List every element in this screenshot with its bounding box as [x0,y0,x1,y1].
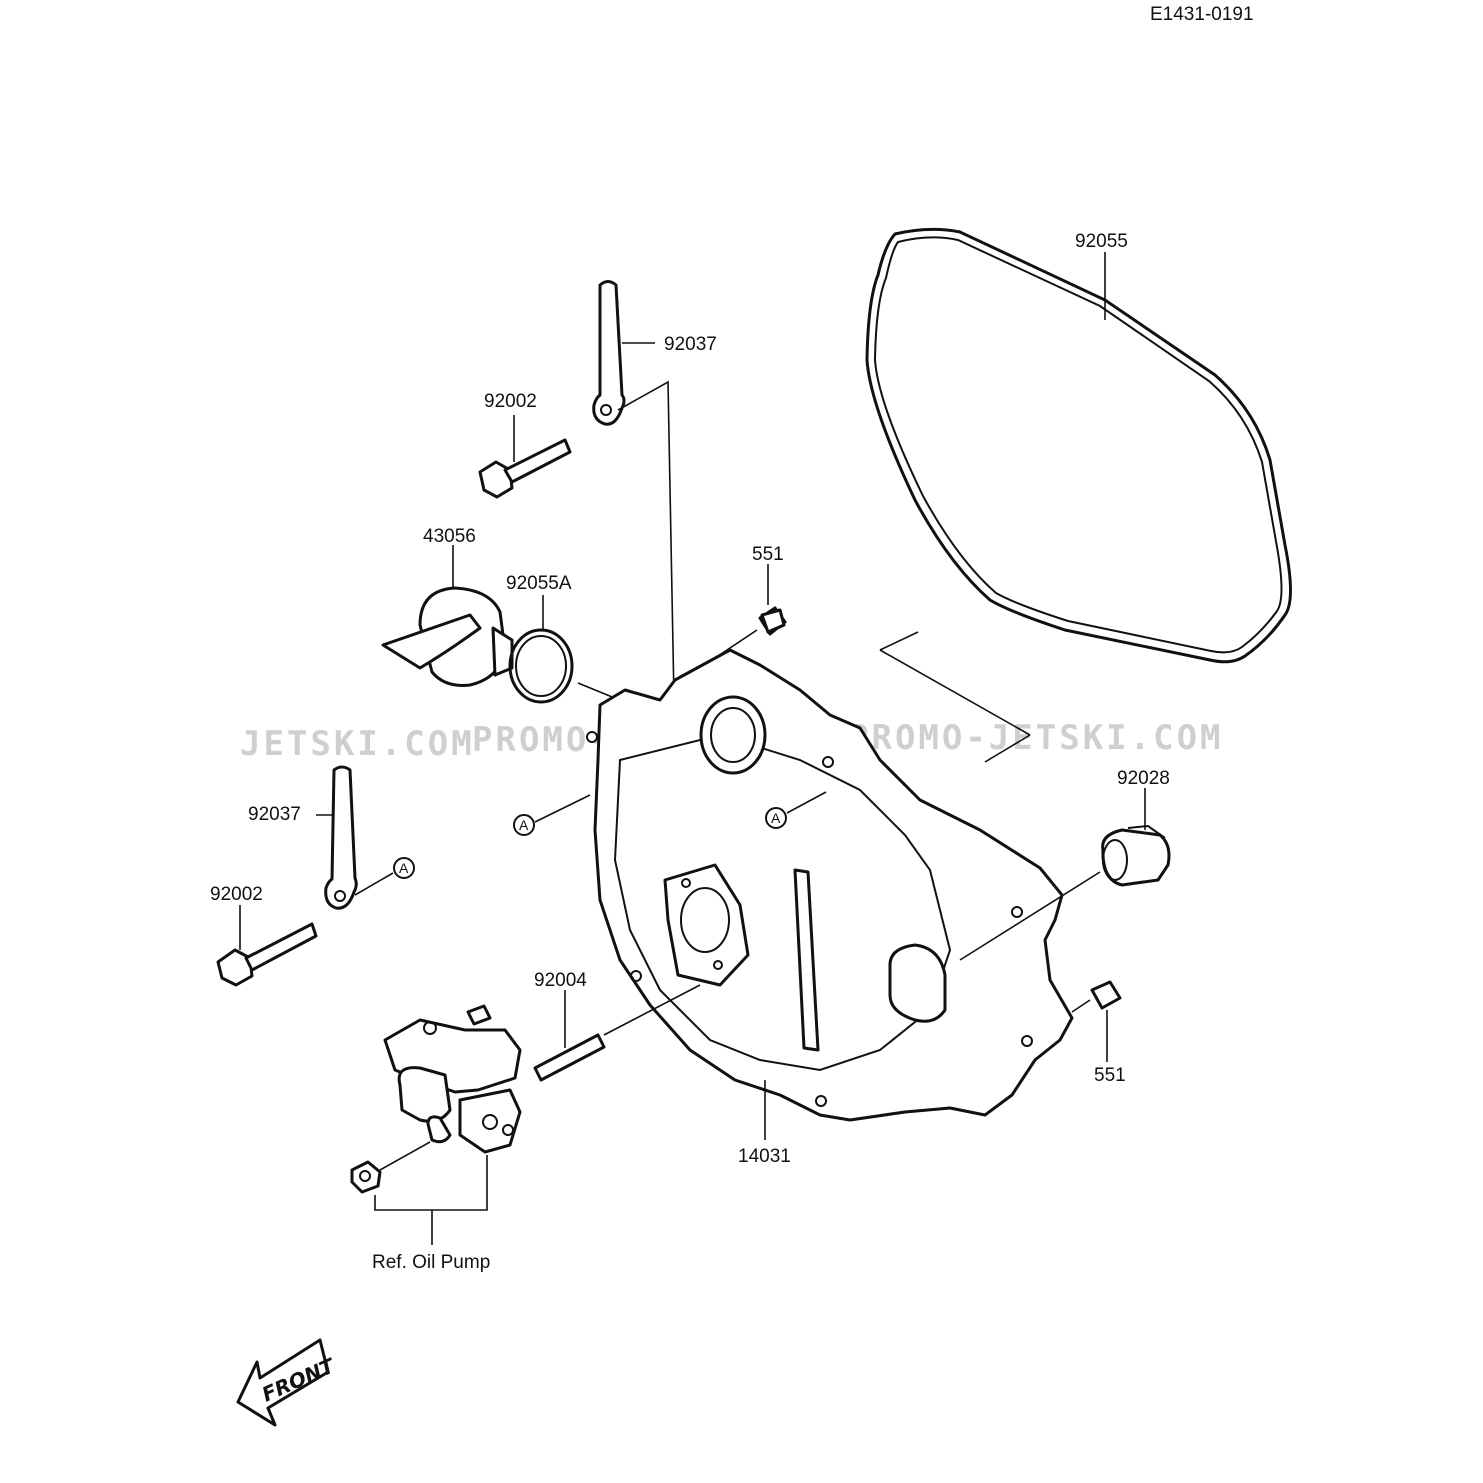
bushing-centerline [959,871,1101,961]
svg-text:A: A [519,817,529,833]
label-ref-oil-pump: Ref. Oil Pump [372,1252,490,1273]
label-92002-top: 92002 [484,391,537,412]
nut-centerline [379,1141,431,1171]
label-92037-top: 92037 [664,334,717,355]
label-92055: 92055 [1075,231,1128,252]
ref-a-3: A [393,857,415,879]
dowel-top-551[interactable] [758,606,787,636]
svg-text:A: A [399,860,409,876]
ref-a-2: A [765,807,787,829]
svg-text:A: A [771,810,781,826]
stud-centerline [603,984,701,1036]
label-92037-left: 92037 [248,804,301,825]
oil-cap-43056[interactable] [381,586,514,687]
label-551-top: 551 [752,544,784,565]
leader-ref-a-3 [354,872,394,896]
label-43056: 43056 [423,526,476,547]
gasket-92055[interactable] [865,227,1292,664]
gasket-centerline-tick [879,631,919,651]
strap-left-92037[interactable] [324,765,358,910]
leader-ref-a-2 [786,791,827,814]
diagram-code: E1431-0191 [1150,4,1254,25]
bolt-left-92002[interactable] [216,922,318,987]
label-92028: 92028 [1117,768,1170,789]
stud-92004[interactable] [533,1033,606,1082]
bracket-ref-oil-pump [374,1155,488,1211]
label-92004: 92004 [534,970,587,991]
gasket-centerline-tick-2 [984,734,1031,763]
strap-top-92037[interactable] [592,280,626,426]
nut-ref[interactable] [350,1160,382,1194]
bolt-top-92002[interactable] [478,438,572,499]
oring-92055A[interactable] [508,628,574,704]
dowel-right-centerline [1071,999,1091,1013]
front-arrow: FRONT [236,1338,339,1427]
watermark-1: JETSKI.COM [240,724,475,764]
label-14031: 14031 [738,1146,791,1167]
ref-a-1: A [513,814,535,836]
label-92055A: 92055A [506,573,572,594]
leader-ref-a-1 [534,794,591,823]
label-92002-left: 92002 [210,884,263,905]
cover-14031[interactable] [586,648,1074,1122]
oil-pump-ref[interactable] [383,1004,522,1154]
bushing-92028[interactable] [1101,824,1171,887]
label-551-right: 551 [1094,1065,1126,1086]
dowel-right-551[interactable] [1090,980,1122,1010]
watermark-3: PROMO-JETSKI.COM [848,718,1224,758]
gasket-centerline [879,649,1031,736]
leader-strap-to-cover [617,380,675,701]
